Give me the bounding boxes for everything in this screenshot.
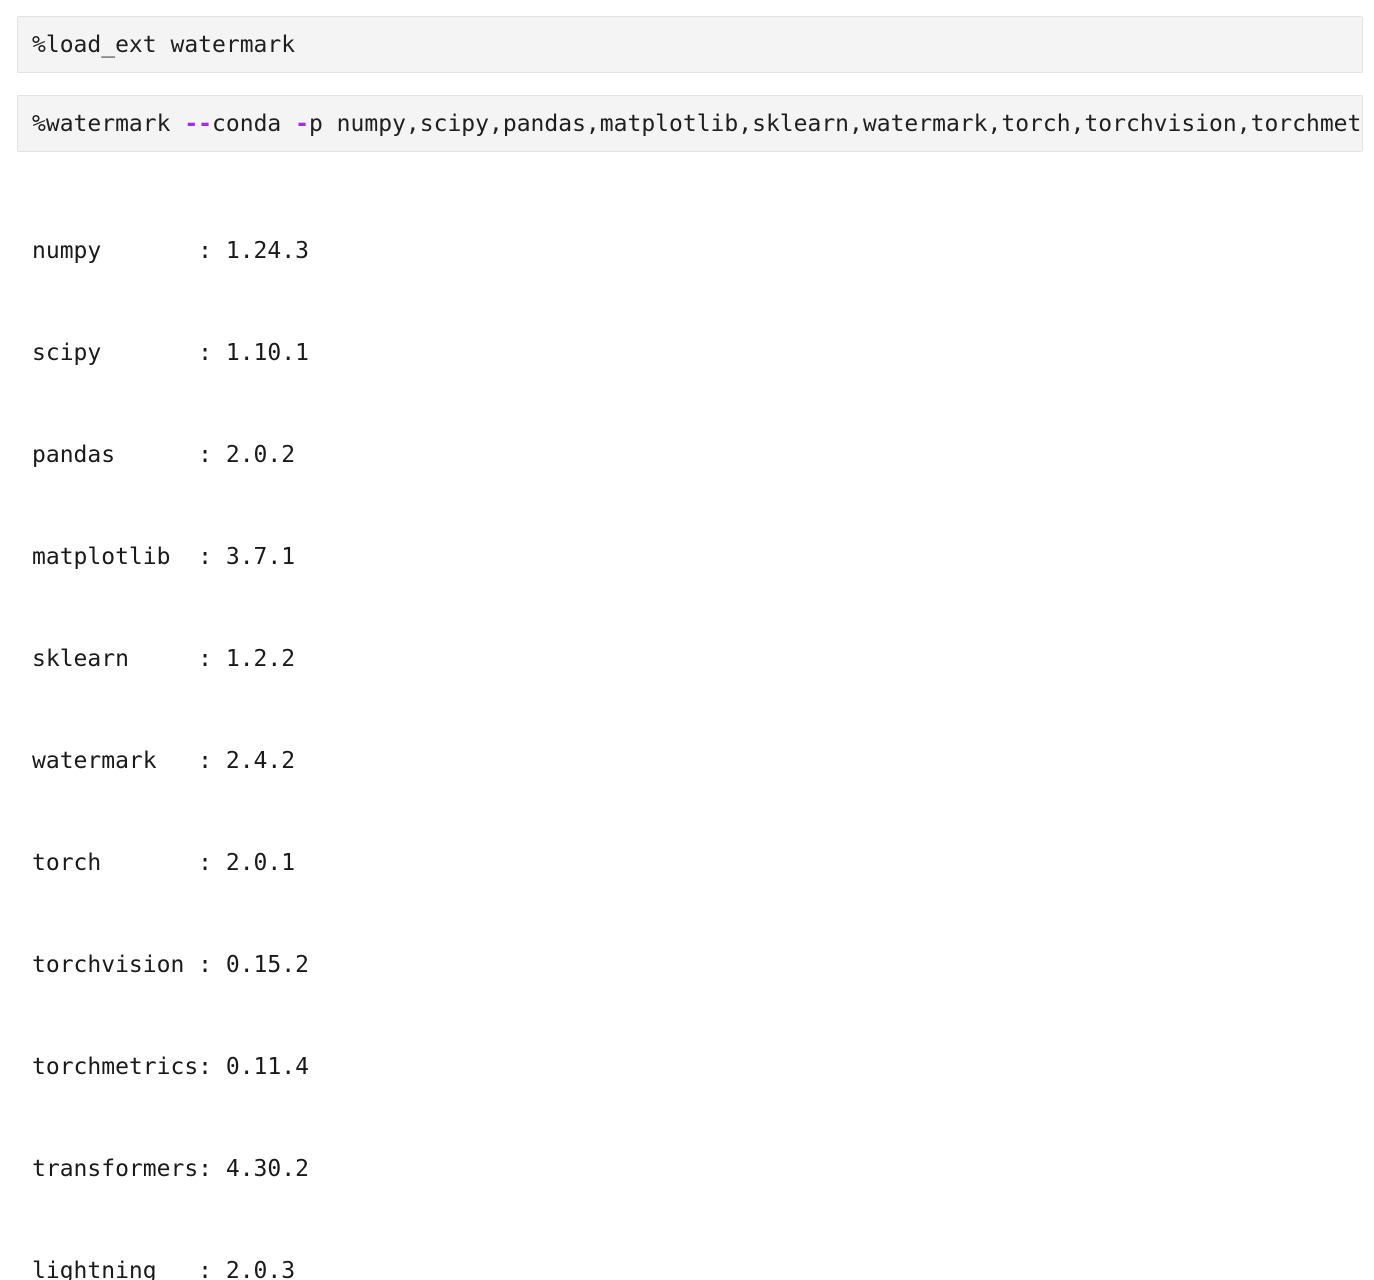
code-cell-load-ext[interactable]: %load_ext watermark <box>17 16 1363 73</box>
code-token-magic-name: %watermark <box>32 110 185 137</box>
code-cell-watermark[interactable]: %watermark --conda -p numpy,scipy,pandas… <box>17 95 1363 152</box>
cell-output-stream: numpy : 1.24.3 scipy : 1.10.1 pandas : 2… <box>32 166 447 1280</box>
output-row-pandas: pandas : 2.0.2 <box>32 442 296 468</box>
output-row-torchmetrics: torchmetrics: 0.11.4 <box>32 1054 309 1080</box>
output-row-scipy: scipy : 1.10.1 <box>32 340 309 366</box>
output-row-numpy: numpy : 1.24.3 <box>32 238 309 264</box>
output-row-sklearn: sklearn : 1.2.2 <box>32 646 296 672</box>
code-cell-source-load-ext[interactable]: %load_ext watermark <box>32 30 295 60</box>
code-token-conda-flag: conda <box>212 110 296 137</box>
code-token-double-dash-operator: -- <box>184 110 213 137</box>
output-row-lightning: lightning : 2.0.3 <box>32 1258 296 1280</box>
output-row-transformers: transformers: 4.30.2 <box>32 1156 309 1182</box>
jupyter-notebook-view: %load_ext watermark %watermark --conda -… <box>17 16 1363 1280</box>
output-row-torch: torch : 2.0.1 <box>32 850 296 876</box>
code-token-single-dash-operator: - <box>295 110 309 137</box>
output-row-torchvision: torchvision : 0.15.2 <box>32 952 309 978</box>
code-token-package-list: p numpy,scipy,pandas,matplotlib,sklearn,… <box>308 110 1363 137</box>
code-cell-source-watermark[interactable]: %watermark --conda -p numpy,scipy,pandas… <box>32 109 1363 139</box>
output-row-watermark: watermark : 2.4.2 <box>32 748 296 774</box>
code-token-text: %load_ext watermark <box>32 31 296 58</box>
output-row-matplotlib: matplotlib : 3.7.1 <box>32 544 296 570</box>
